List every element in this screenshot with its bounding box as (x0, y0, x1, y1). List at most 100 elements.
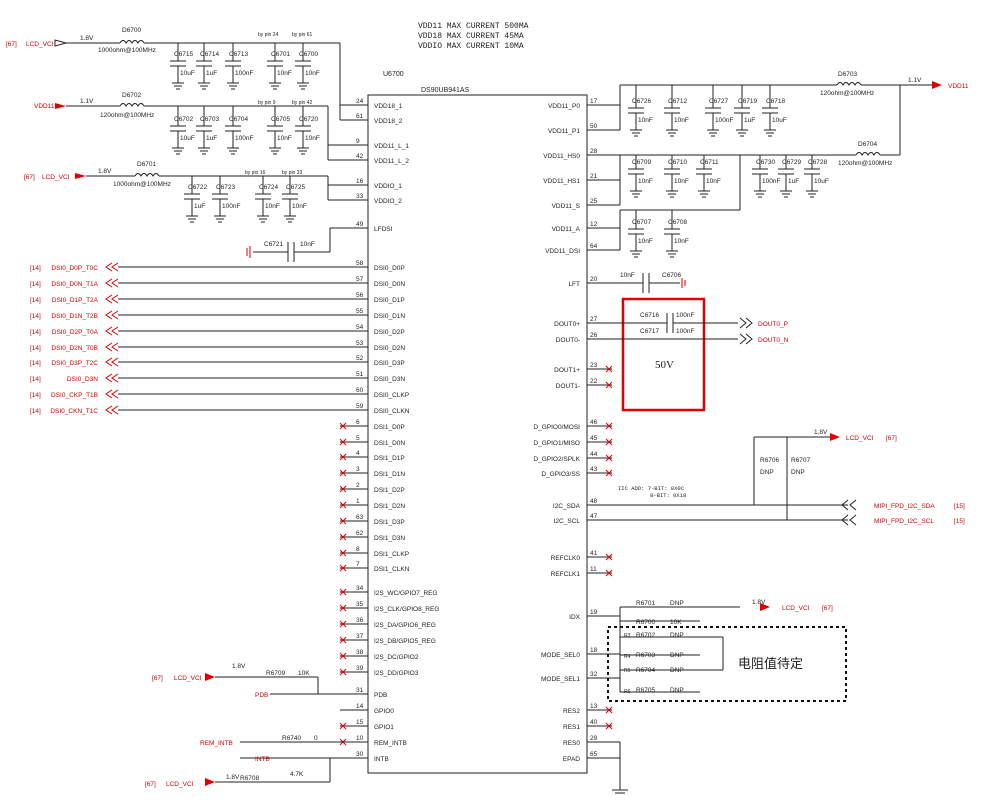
ferrite-ref: D6700 (122, 27, 142, 34)
svg-text:[15]: [15] (954, 503, 965, 510)
pin-number: 40 (590, 719, 598, 726)
dsi-net: [14]DSI0_CKN_T1C (30, 405, 340, 415)
pin-number: 45 (590, 435, 598, 442)
port-arrow-icon (105, 326, 119, 336)
pin-number: 53 (356, 340, 364, 347)
svg-text:100nF: 100nF (676, 312, 694, 319)
no-connect-icon (339, 469, 347, 477)
svg-text:0: 0 (314, 735, 318, 742)
no-connect-icon (605, 454, 613, 462)
svg-text:1.1V: 1.1V (80, 98, 94, 105)
pin-name: DSI1_D1N (374, 471, 405, 478)
cap-ref: C6722 (188, 184, 208, 191)
dsi-net: [14]DSI0_D3P_T2C (30, 357, 340, 367)
svg-text:DNP: DNP (670, 600, 684, 607)
svg-text:DNP: DNP (670, 687, 684, 694)
capacitor-group: C671510uFC67141uFC6713100nFC670110nFC670… (170, 43, 829, 258)
pin-number: 25 (590, 198, 598, 205)
pin-number: 30 (356, 751, 364, 758)
power-rail-2: VDD11 1.1V D6702 120ohm@100MHz by pin 9 … (34, 92, 368, 161)
port-arrow-icon (105, 294, 119, 304)
no-connect-icon (605, 438, 613, 446)
svg-text:R6708: R6708 (240, 775, 260, 782)
cap-value: 10nF (265, 203, 280, 210)
svg-text:R6: R6 (624, 689, 631, 695)
pin-number: 57 (356, 276, 364, 283)
net-sheet: [14] (30, 329, 41, 336)
pin-number: 51 (356, 371, 364, 378)
pin-name: I2C_SCL (554, 518, 581, 525)
svg-text:DNP: DNP (760, 469, 774, 476)
svg-text:LCD_VCI: LCD_VCI (846, 435, 874, 442)
pin-name: DSI1_D2P (374, 487, 405, 494)
right-pin: 44D_GPIO2/SPLK (533, 451, 613, 463)
rail-sheet: [67] (6, 41, 17, 48)
pin-number: 27 (590, 316, 598, 323)
pin-number: 47 (590, 513, 598, 520)
port-arrow-icon (105, 373, 119, 383)
pin-number: 59 (356, 403, 364, 410)
pin-name: DSI0_D0P (374, 265, 405, 272)
no-connect-icon (605, 706, 613, 714)
power-rail-3: [67] LCD_VCI 1.8V D6701 1000ohm@100MHz b… (24, 161, 368, 201)
pin-name: REFCLK1 (551, 571, 581, 578)
cap-ref: C6712 (668, 98, 688, 105)
no-connect-icon (605, 381, 613, 389)
cap-value: 10nF (638, 178, 653, 185)
pin-number: 41 (590, 550, 598, 557)
svg-text:LCD_VCI: LCD_VCI (782, 605, 810, 612)
pin-number: 44 (590, 451, 598, 458)
svg-text:VDD11: VDD11 (34, 103, 55, 110)
cap-value: 100nF (222, 203, 240, 210)
svg-text:10K: 10K (670, 619, 682, 626)
svg-text:IIC ADD: 7-BIT: 0X0C: IIC ADD: 7-BIT: 0X0C (618, 485, 685, 492)
net-sheet: [14] (30, 313, 41, 320)
pin-name: D_GPIO0/MOSI (533, 424, 580, 431)
no-connect-icon (605, 365, 613, 373)
svg-text:C6716: C6716 (640, 312, 660, 319)
pin-name: VDD11_L_2 (374, 158, 409, 165)
pin-name: MODE_SEL0 (541, 652, 580, 659)
right-pin: 43D_GPIO3/SS (541, 466, 613, 478)
cap-ref: C6729 (782, 159, 802, 166)
pin-name: DSI1_D0N (374, 440, 405, 447)
net-name: DSI0_D3P_T2C (51, 360, 98, 367)
no-connect-icon (339, 604, 347, 612)
port-arrow-icon (105, 278, 119, 288)
port-arrow-icon (105, 342, 119, 352)
pin-number: 19 (590, 609, 598, 616)
cap-ref: C6713 (229, 51, 249, 58)
svg-text:100nF: 100nF (676, 328, 694, 335)
cap-ref: C6727 (709, 98, 729, 105)
pin-name: DOUT1- (556, 383, 580, 390)
cap-value: 10nF (638, 238, 653, 245)
cap-ref: C6715 (174, 51, 194, 58)
pin-number: 7 (356, 561, 360, 568)
pin-name: DSI1_D2N (374, 503, 405, 510)
cap-value: 10nF (277, 70, 292, 77)
svg-text:1.8V: 1.8V (80, 35, 94, 42)
dsi-net-group: [14]DSI0_D0P_T0C[14]DSI0_D0N_T1A[14]DSI0… (30, 262, 340, 415)
pin-name: DOUT0+ (554, 321, 580, 328)
pin-name: D_GPIO2/SPLK (533, 456, 580, 463)
pin-number: 36 (356, 617, 364, 624)
no-connect-icon (605, 469, 613, 477)
cap-ref: C6700 (299, 51, 319, 58)
pin-name: RES1 (563, 724, 580, 731)
pin-name: I2S_DB/GPIO5_REG (374, 638, 436, 645)
